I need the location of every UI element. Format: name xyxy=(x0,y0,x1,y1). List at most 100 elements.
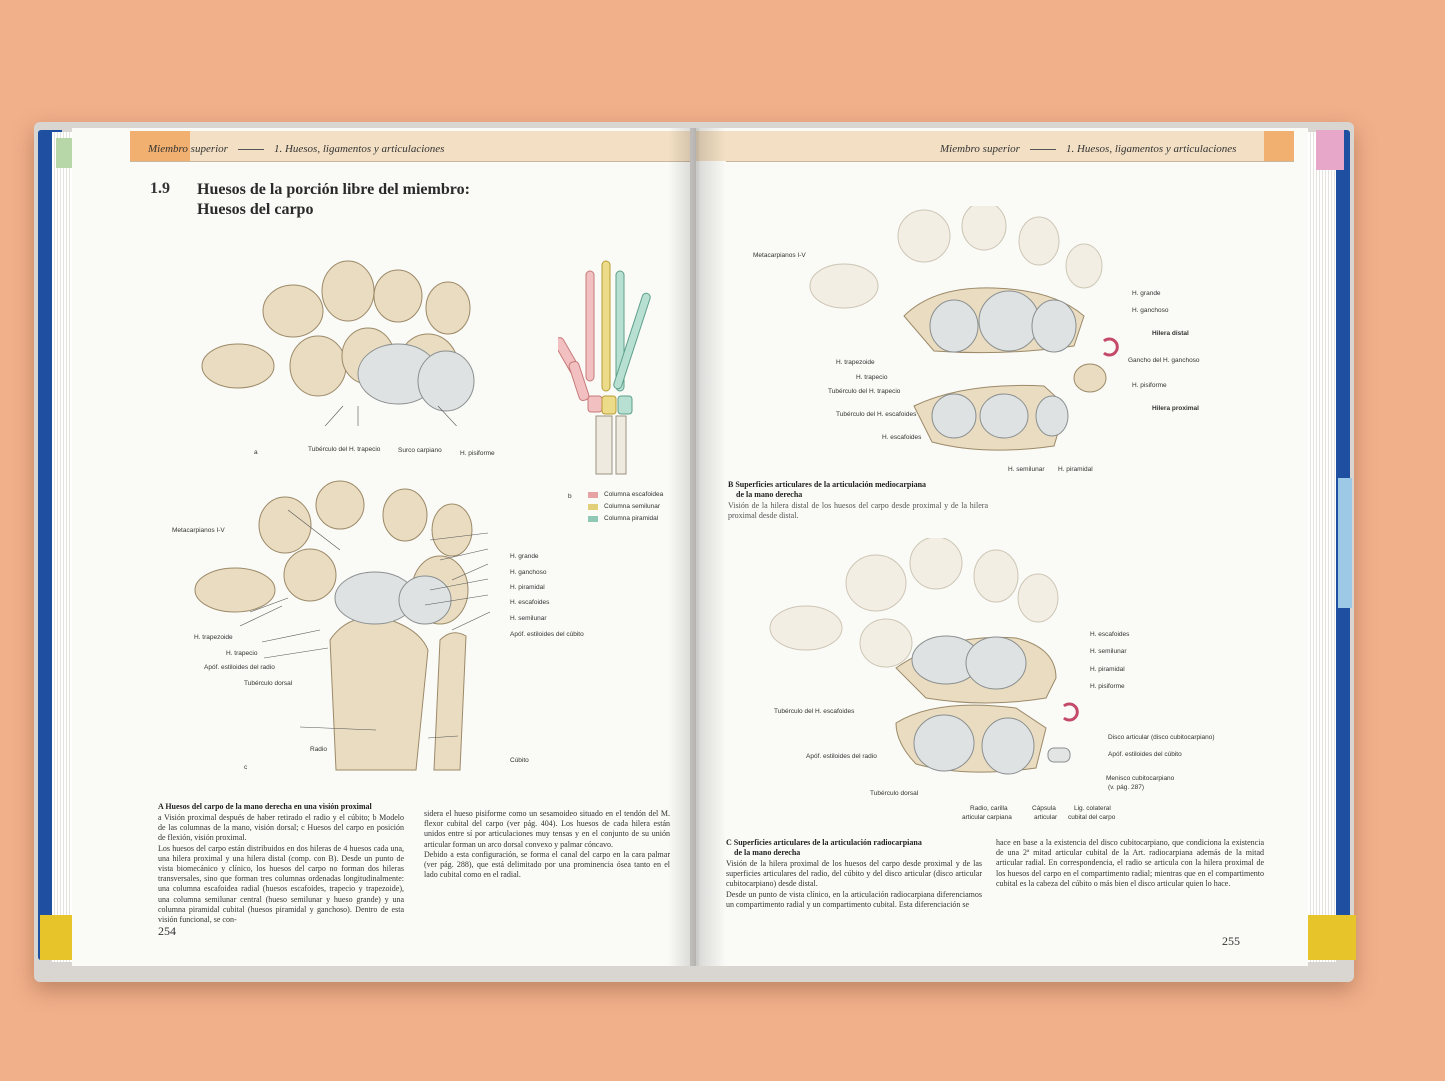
thumb-index-tab xyxy=(1316,130,1344,170)
label-escafoides: H. escafoides xyxy=(510,599,550,606)
legend-swatch-piramidal xyxy=(588,516,598,522)
label-tuberculo-dorsal: Tubérculo dorsal xyxy=(870,790,919,797)
running-header-band xyxy=(696,131,1266,161)
label-escafoides: H. escafoides xyxy=(1090,631,1130,638)
label-pisiforme: H. pisiforme xyxy=(460,450,495,457)
label-radio-carilla-2: articular carpiana xyxy=(962,814,1012,821)
label-semilunar: H. semilunar xyxy=(510,615,547,622)
label-gancho: Gancho del H. ganchoso xyxy=(1128,357,1200,364)
caption-B-title-line2: de la mano derecha xyxy=(736,490,803,499)
section-title-line1: Huesos de la porción libre del miembro: xyxy=(197,181,470,198)
cover-accent xyxy=(1338,478,1352,608)
caption-C-col2: hace en base a la existencia del disco c… xyxy=(996,838,1264,888)
label-estiloides-cubito: Apóf. estiloides del cúbito xyxy=(1108,751,1182,758)
running-header: Miembro superior 1. Huesos, ligamentos y… xyxy=(940,136,1236,162)
label-lig-1: Lig. colateral xyxy=(1074,805,1111,812)
label-pisiforme: H. pisiforme xyxy=(1090,683,1125,690)
header-rule xyxy=(130,161,690,162)
label-ganchoso: H. ganchoso xyxy=(510,569,547,576)
label-piramidal: H. piramidal xyxy=(1058,466,1093,473)
header-dash xyxy=(237,148,264,150)
label-trapezoide: H. trapezoide xyxy=(836,359,875,366)
label-tuberculo-trapecio: Tubérculo del H. trapecio xyxy=(828,388,901,395)
label-hilera-proximal: Hilera proximal xyxy=(1152,405,1199,412)
caption-B-title: B Superficies articulares de la articula… xyxy=(728,480,988,500)
label-estiloides-radio: Apóf. estiloides del radio xyxy=(204,664,275,671)
label-hilera-distal: Hilera distal xyxy=(1152,330,1189,337)
figure-c-letter: c xyxy=(244,764,248,771)
section-title: Huesos de la porción libre del miembro: … xyxy=(197,180,537,220)
label-capsula-2: articular xyxy=(1034,814,1058,821)
figure-B-illustration xyxy=(809,206,1119,451)
header-part: Miembro superior xyxy=(148,143,228,155)
label-pisiforme: H. pisiforme xyxy=(1132,382,1167,389)
right-page: Miembro superior 1. Huesos, ligamentos y… xyxy=(696,128,1308,966)
caption-A-col1: a Visión proximal después de haber retir… xyxy=(158,813,404,925)
page-number-left: 254 xyxy=(158,924,176,938)
legend-label-piramidal: Columna piramidal xyxy=(604,515,659,522)
label-escafoides: H. escafoides xyxy=(882,434,922,441)
label-surco-carpiano: Surco carpiano xyxy=(398,447,442,454)
figure-c-illustration xyxy=(194,480,491,771)
caption-A-title: A Huesos del carpo de la mano derecha en… xyxy=(158,802,372,811)
label-metacarpianos: Metacarpianos I-V xyxy=(753,252,806,259)
label-grande: H. grande xyxy=(510,553,539,560)
caption-C-col1: Visión de la hilera proximal de los hues… xyxy=(726,859,982,909)
section-number: 1.9 xyxy=(150,180,170,197)
legend-swatch-semilunar xyxy=(588,504,598,510)
running-header: Miembro superior 1. Huesos, ligamentos y… xyxy=(148,136,444,162)
label-radio-carilla-1: Radio, carilla xyxy=(970,805,1008,812)
label-ganchoso: H. ganchoso xyxy=(1132,307,1169,314)
figure-b-letter: b xyxy=(568,493,572,500)
legend-swatch-escafoidea xyxy=(588,492,598,498)
label-lig-2: cubital del carpo xyxy=(1068,814,1116,821)
figure-a-illustration xyxy=(201,260,475,426)
header-rule xyxy=(726,161,1294,162)
header-dash xyxy=(1029,148,1056,150)
caption-B-text: Visión de la hilera distal de los huesos… xyxy=(728,501,988,521)
label-trapecio: H. trapecio xyxy=(226,650,258,657)
label-tuberculo-escafoides: Tubérculo del H. escafoides xyxy=(774,708,855,715)
figure-a-letter: a xyxy=(254,449,258,456)
label-menisco: Menisco cubitocarpiano xyxy=(1106,775,1175,782)
caption-A-col2: sidera el hueso pisiforme como un sesamo… xyxy=(424,809,670,880)
bone-shape xyxy=(201,343,275,389)
caption-C-title: C Superficies articulares de la articula… xyxy=(726,838,988,858)
label-capsula-1: Cápsula xyxy=(1032,805,1056,812)
label-trapecio: H. trapecio xyxy=(856,374,888,381)
label-tuberculo-escafoides: Tubérculo del H. escafoides xyxy=(836,411,917,418)
legend-label-semilunar: Columna semilunar xyxy=(604,503,660,510)
left-page: Miembro superior 1. Huesos, ligamentos y… xyxy=(72,128,690,966)
label-estiloides-radio: Apóf. estiloides del radio xyxy=(806,753,877,760)
label-semilunar: H. semilunar xyxy=(1008,466,1045,473)
running-header-band xyxy=(130,131,690,161)
book-gutter xyxy=(668,128,726,966)
label-tuberculo-trapecio: Tubérculo del H. trapecio xyxy=(308,446,381,453)
label-piramidal: H. piramidal xyxy=(510,584,545,591)
label-tuberculo-dorsal: Tubérculo dorsal xyxy=(244,680,293,687)
figure-C-illustration xyxy=(769,538,1079,775)
caption-C-title-line2: de la mano derecha xyxy=(734,848,801,857)
header-chapter: 1. Huesos, ligamentos y articulaciones xyxy=(1065,143,1237,155)
cover-corner xyxy=(1300,915,1356,960)
header-chapter: 1. Huesos, ligamentos y articulaciones xyxy=(273,143,445,155)
label-disco: Disco articular (disco cubitocarpiano) xyxy=(1108,734,1215,741)
running-header-tab xyxy=(130,131,190,161)
label-piramidal: H. piramidal xyxy=(1090,666,1125,673)
caption-C-title-line1: C Superficies articulares de la articula… xyxy=(726,838,922,847)
label-semilunar: H. semilunar xyxy=(1090,648,1127,655)
figure-b-hand-model xyxy=(558,260,651,475)
label-radio: Radio xyxy=(310,746,327,753)
label-grande: H. grande xyxy=(1132,290,1161,297)
header-part: Miembro superior xyxy=(940,143,1020,155)
legend-label-escafoidea: Columna escafoidea xyxy=(604,491,664,498)
page-number-right: 255 xyxy=(1222,934,1240,948)
label-cubito: Cúbito xyxy=(510,757,529,764)
section-title-line2: Huesos del carpo xyxy=(197,201,314,218)
label-estiloides-cubito: Apóf. estiloides del cúbito xyxy=(510,631,584,638)
running-header-tab xyxy=(1264,131,1294,161)
label-metacarpianos: Metacarpianos I-V xyxy=(172,527,225,534)
caption-B-title-line1: B Superficies articulares de la articula… xyxy=(728,480,927,489)
label-trapezoide: H. trapezoide xyxy=(194,634,233,641)
label-menisco-ref: (v. pág. 287) xyxy=(1108,784,1145,791)
